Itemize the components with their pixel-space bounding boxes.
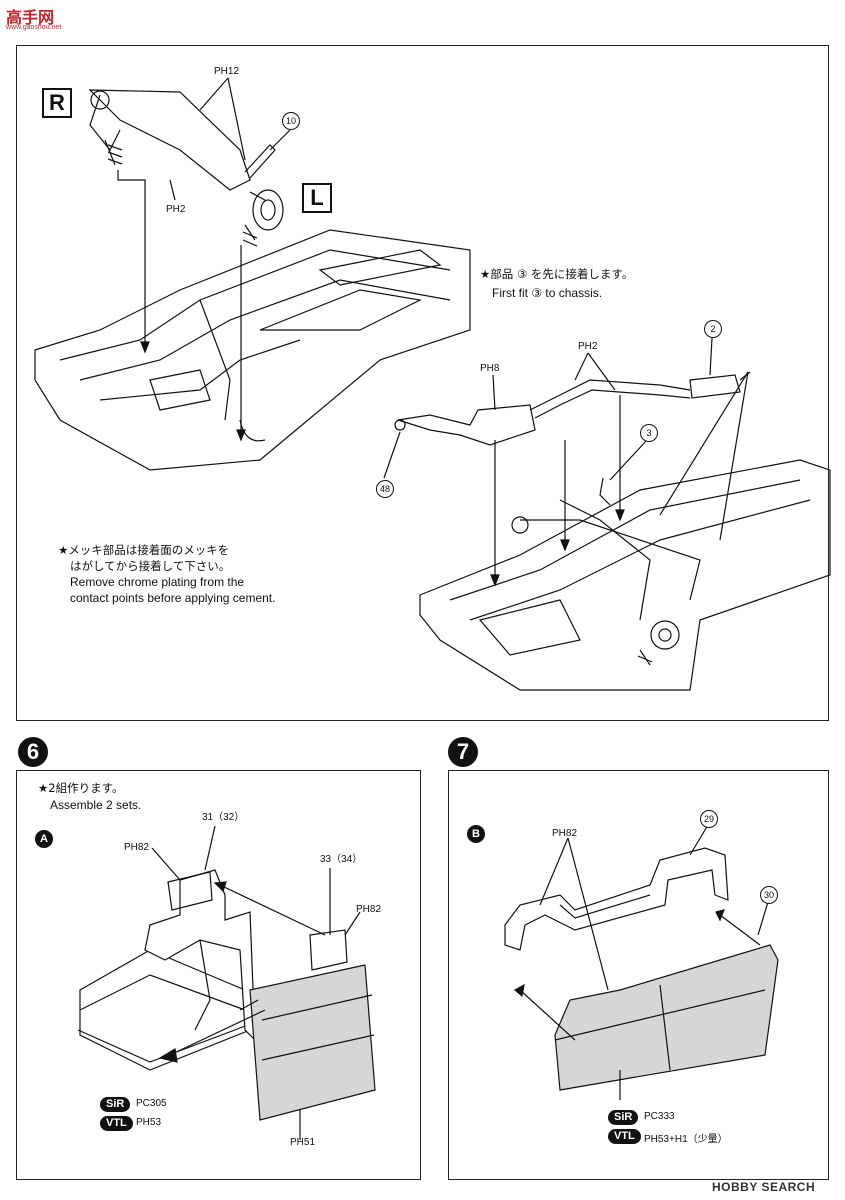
part-ref-ph82-b: PH82 [356, 904, 382, 915]
step-7-sir-ref: PC333 [644, 1111, 675, 1122]
step-6-vtl-ref: PH53 [136, 1117, 162, 1128]
part-ref-ph51: PH51 [290, 1137, 316, 1148]
chrome-note-en-line1: Remove chrome plating from the [70, 575, 245, 589]
step-7-number: 7 [448, 737, 478, 767]
step-7-vtl-badge: VTL [608, 1129, 641, 1144]
callout-31-32: 31（32） [202, 810, 244, 826]
part-ref-ph82-a: PH82 [124, 842, 150, 853]
hobbysearch-watermark: HOBBY SEARCH [712, 1180, 816, 1194]
step-7-sub-b: B [467, 825, 485, 843]
chassis-fit-note-jp: ★部品 ③ を先に接着します。 [480, 267, 634, 281]
callout-10: 10 [282, 112, 300, 130]
step-7-sir-badge: SiR [608, 1110, 639, 1125]
step-7-vtl-ref: PH53+H1（少量） [644, 1134, 728, 1145]
site-logo-url: www.gaoshou.net [6, 24, 62, 31]
right-side-label: R [42, 88, 72, 118]
callout-3: 3 [640, 424, 658, 442]
callout-2: 2 [704, 320, 722, 338]
step-6-sir-ref: PC305 [136, 1098, 167, 1109]
part-ref-ph82-rear: PH82 [552, 828, 578, 839]
chassis-fit-note-en: First fit ③ to chassis. [492, 286, 603, 300]
part-ref-ph2-left: PH2 [166, 204, 186, 215]
part-ref-ph8: PH8 [480, 363, 500, 374]
step-6-sub-a: A [35, 830, 53, 848]
site-logo: 高手网 [6, 4, 54, 28]
step-6-sir-badge: SiR [100, 1097, 131, 1112]
callout-31-32-text: 31（32） [202, 812, 245, 823]
step-6-note-en: Assemble 2 sets. [50, 798, 142, 812]
chrome-note-jp-line2: はがしてから接着して下さい。 [70, 559, 231, 573]
part-ref-ph12: PH12 [214, 66, 240, 77]
step-6-vtl-badge: VTL [100, 1116, 133, 1131]
chrome-note-jp-line1: ★メッキ部品は接着面のメッキを [58, 543, 230, 557]
step-6-panel [16, 770, 421, 1180]
chrome-note-en-line2: contact points before applying cement. [70, 591, 276, 605]
callout-33-34: 33（34） [320, 852, 362, 868]
site-logo-text: 高手网 [6, 10, 55, 27]
callout-33-34-text: 33（34） [320, 854, 363, 865]
step-6-number: 6 [18, 737, 48, 767]
step-6-note-jp: ★2組作ります。 [38, 781, 124, 795]
left-side-label: L [302, 183, 332, 213]
callout-30: 30 [760, 886, 778, 904]
part-ref-ph2-right: PH2 [578, 341, 598, 352]
callout-48: 48 [376, 480, 394, 498]
callout-29: 29 [700, 810, 718, 828]
